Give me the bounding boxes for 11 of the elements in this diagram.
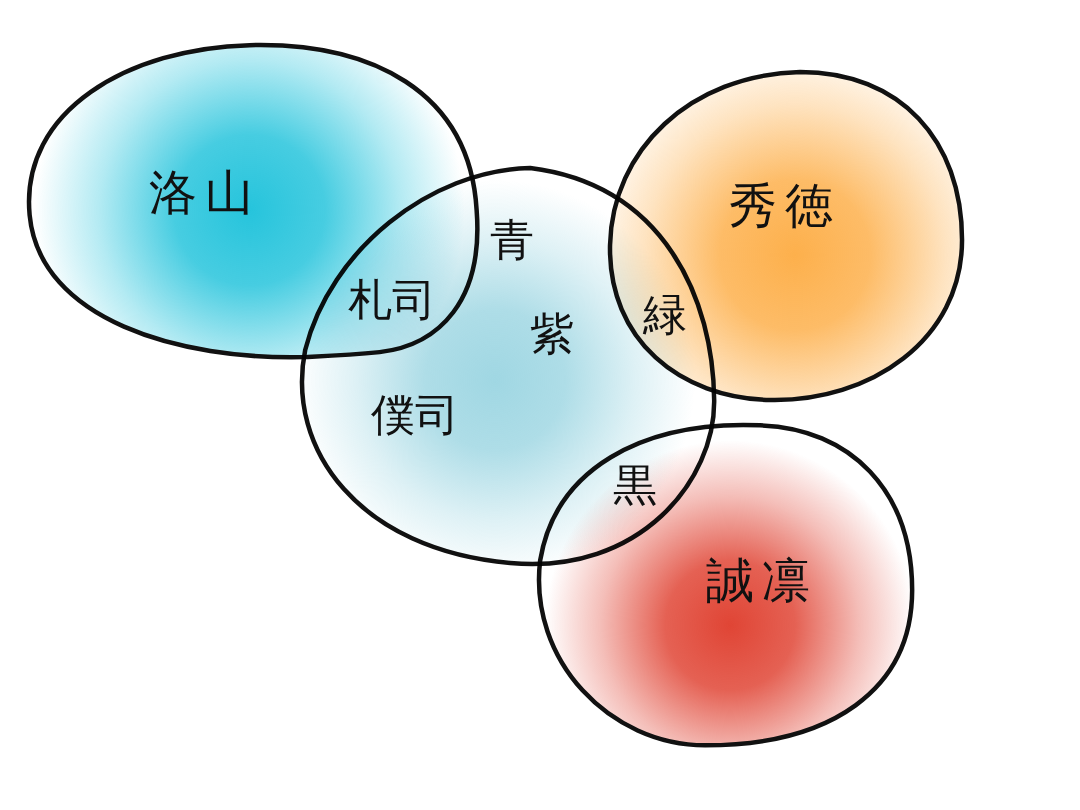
member-label: 緑 bbox=[643, 293, 687, 337]
venn-circle bbox=[535, 421, 915, 748]
member-label: 黒 bbox=[613, 463, 657, 507]
set-label: 誠凛 bbox=[706, 556, 818, 604]
set-label: 秀徳 bbox=[729, 181, 841, 229]
member-label: 紫 bbox=[530, 312, 574, 356]
member-label: 僕司 bbox=[371, 393, 459, 437]
member-label: 札司 bbox=[348, 278, 436, 322]
venn-circle bbox=[606, 69, 965, 404]
member-label: 青 bbox=[490, 218, 534, 262]
set-label: 洛山 bbox=[149, 168, 261, 216]
